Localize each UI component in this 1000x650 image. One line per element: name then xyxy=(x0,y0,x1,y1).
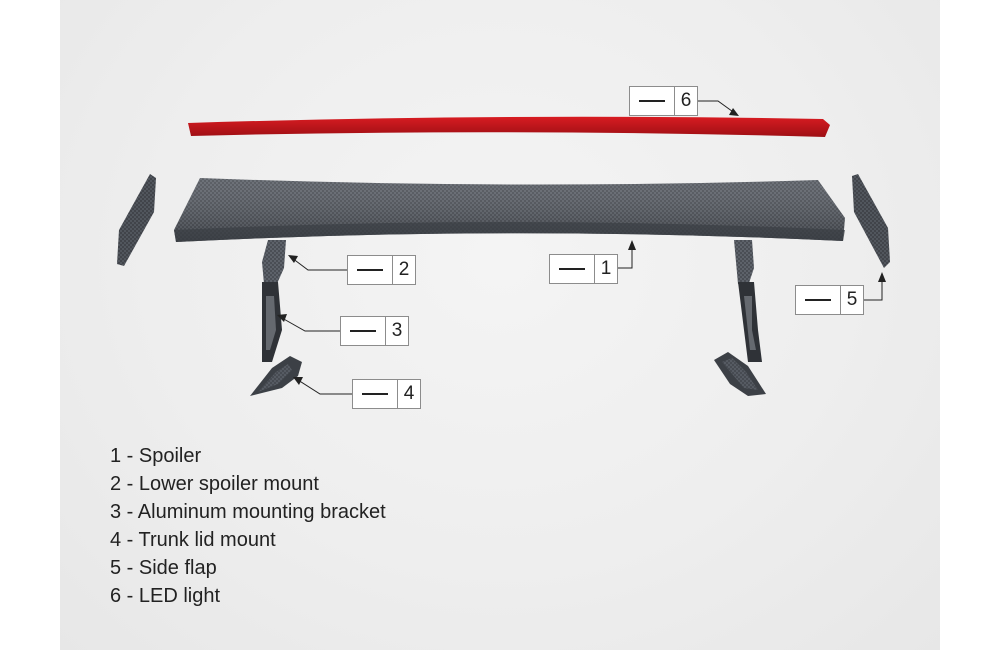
callout-number: 6 xyxy=(675,87,697,115)
legend-item-led-light: 6 - LED light xyxy=(110,582,386,610)
callout-1: 1 xyxy=(549,254,618,284)
callout-number: 2 xyxy=(393,256,415,284)
callout-dash xyxy=(796,286,841,314)
callout-number: 1 xyxy=(595,255,617,283)
callout-dash xyxy=(353,380,398,408)
callout-dash xyxy=(348,256,393,284)
callout-dash xyxy=(341,317,386,345)
legend-item-trunk-lid-mount: 4 - Trunk lid mount xyxy=(110,526,386,554)
callout-2: 2 xyxy=(347,255,416,285)
lower-spoiler-mount-right-part xyxy=(734,240,754,286)
led-light-part xyxy=(188,117,830,137)
callout-4: 4 xyxy=(352,379,421,409)
spoiler-wing-part xyxy=(174,178,845,242)
callout-number: 5 xyxy=(841,286,863,314)
callout-number: 4 xyxy=(398,380,420,408)
callout-dash xyxy=(630,87,675,115)
legend-item-side-flap: 5 - Side flap xyxy=(110,554,386,582)
callout-6: 6 xyxy=(629,86,698,116)
legend-item-aluminum-mounting-bracket: 3 - Aluminum mounting bracket xyxy=(110,498,386,526)
parts-legend: 1 - Spoiler 2 - Lower spoiler mount 3 - … xyxy=(110,442,386,610)
lower-spoiler-mount-left-part xyxy=(262,240,286,286)
callout-3: 3 xyxy=(340,316,409,346)
leader-lines xyxy=(282,101,882,394)
legend-item-spoiler: 1 - Spoiler xyxy=(110,442,386,470)
callout-5: 5 xyxy=(795,285,864,315)
callout-number: 3 xyxy=(386,317,408,345)
legend-item-lower-spoiler-mount: 2 - Lower spoiler mount xyxy=(110,470,386,498)
callout-dash xyxy=(550,255,595,283)
